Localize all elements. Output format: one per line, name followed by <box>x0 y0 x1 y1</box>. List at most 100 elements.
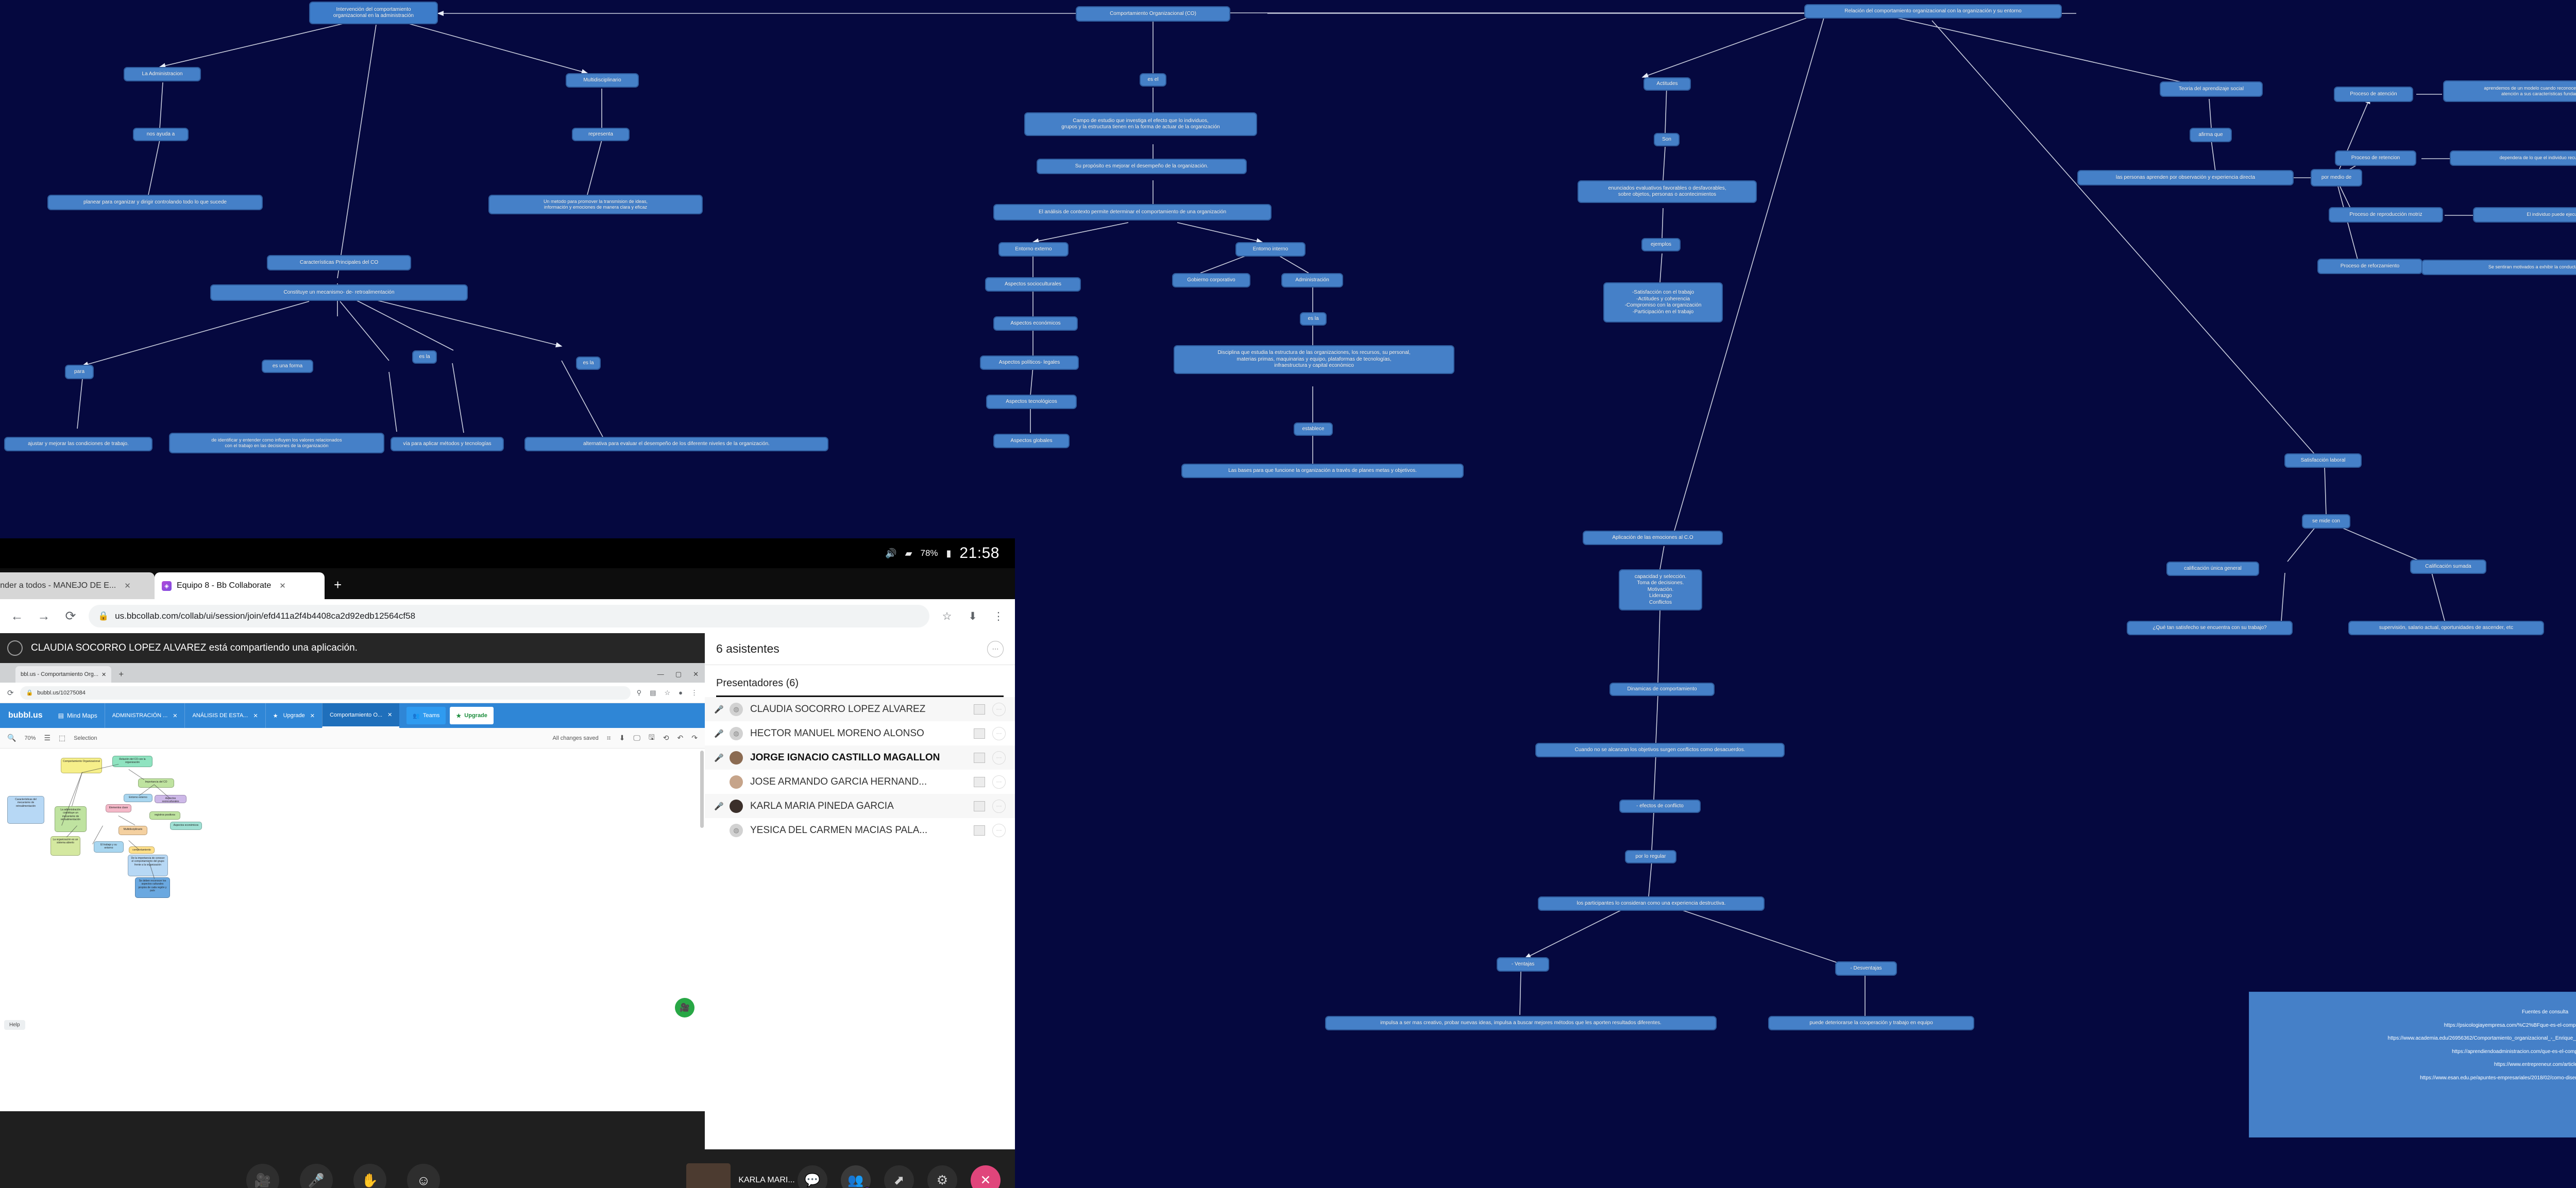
node-proposito[interactable]: Su propósito es mejorar el desempeño de … <box>1037 159 1247 174</box>
collaborate-window[interactable]: 🔊 ▰ 78% ▮ 21:58 Responder a todos - MANE… <box>0 538 1015 1188</box>
attendee-options-icon[interactable]: ⋯ <box>992 799 1006 813</box>
window-controls[interactable]: — ▢ ✕ <box>657 670 699 678</box>
node-gobierno-corporativo[interactable]: Gobierno corporativo <box>1172 273 1250 287</box>
camera-button[interactable]: 🎥 <box>246 1164 279 1188</box>
attendee-options-icon[interactable]: ⋯ <box>992 823 1006 837</box>
close-icon[interactable]: ✕ <box>124 582 131 590</box>
node-aspectos-politicos[interactable]: Aspectos políticos- legales <box>980 355 1079 370</box>
node-analisis-contexto[interactable]: El análisis de contexto permite determin… <box>993 204 1272 220</box>
node-metodo-promover[interactable]: Un metodo para promover la transmision d… <box>488 195 703 214</box>
close-icon[interactable]: ✕ <box>387 712 393 718</box>
node-participantes-destructiva[interactable]: los participantes lo consideran como una… <box>1538 896 1765 911</box>
source-link[interactable]: https://www.academia.edu/26956362/Compor… <box>2387 1036 2576 1041</box>
node-relacion-co[interactable]: Relación del comportamiento organizacion… <box>1804 4 2062 19</box>
board-node[interactable]: comportamiento <box>129 846 155 854</box>
node-alternativa-evaluar[interactable]: alternativa para evaluar el desempeño de… <box>524 437 828 451</box>
menu-icon[interactable]: ☰ <box>44 734 51 742</box>
attendee-row[interactable]: 🎤JORGE IGNACIO CASTILLO MAGALLON⋯ <box>705 745 1015 770</box>
node-ejemplos[interactable]: ejemplos <box>1641 238 1681 251</box>
profile-icon[interactable]: ● <box>679 688 683 697</box>
node-root[interactable]: Intervención del comportamiento organiza… <box>309 2 438 24</box>
node-proceso-retencion-detalle[interactable]: dependera de lo que el individuo recuerd… <box>2450 150 2576 166</box>
shared-application-view[interactable]: bbl.us - Comportamiento Org... ✕ + — ▢ ✕… <box>0 663 705 1111</box>
print-icon[interactable]: 🖫 <box>648 733 655 741</box>
node-establece[interactable]: establece <box>1294 422 1333 436</box>
maximize-icon[interactable]: ▢ <box>675 670 682 678</box>
forward-icon[interactable]: → <box>37 608 50 623</box>
node-afirma-que[interactable]: afirma que <box>2190 128 2232 142</box>
node-por-lo-regular[interactable]: por lo regular <box>1625 850 1676 863</box>
board-scrollbar[interactable] <box>700 751 704 828</box>
volume-icon[interactable]: 🔊 <box>885 548 897 558</box>
node-proceso-retencion[interactable]: Proceso de retencion <box>2335 150 2416 166</box>
board-node[interactable]: Relación del CO con la organización <box>112 756 152 767</box>
attendee-options-icon[interactable]: ⋯ <box>992 702 1006 716</box>
source-link[interactable]: https://www.entrepreneur.com/article/264… <box>2494 1062 2576 1067</box>
attendee-row[interactable]: 🎤KARLA MARIA PINEDA GARCIA⋯ <box>705 794 1015 818</box>
close-icon[interactable]: ✕ <box>693 670 699 678</box>
minimize-icon[interactable]: — <box>657 670 664 678</box>
undo-icon[interactable]: ↶ <box>677 734 684 742</box>
node-constituye-mecanismo[interactable]: Constituye un mecanismo- de- retroalimen… <box>210 284 468 301</box>
board-node[interactable]: La organización es un sistema abierto <box>50 836 80 856</box>
source-link[interactable]: https://psicologiayempresa.com/%C2%BFque… <box>2444 1022 2576 1028</box>
inner-new-tab-button[interactable]: + <box>118 669 124 679</box>
attendee-options-icon[interactable]: ⋯ <box>992 751 1006 765</box>
attendees-list[interactable]: 🎤◍CLAUDIA SOCORRO LOPEZ ALVAREZ⋯🎤◍HECTOR… <box>705 697 1015 842</box>
upgrade-button[interactable]: ★ Upgrade <box>450 707 494 724</box>
board-node[interactable]: Entorno externo <box>124 794 152 802</box>
node-ventajas-detalle[interactable]: impulsa a ser mas creativo, probar nueva… <box>1325 1016 1717 1030</box>
board-node[interactable]: El trabajo y su entorno <box>94 841 124 853</box>
board-node[interactable]: Comportamiento Organizacional <box>61 758 102 773</box>
settings-button[interactable]: ⚙ <box>927 1165 957 1188</box>
browser-tabstrip[interactable]: Responder a todos - MANEJO DE E... ✕ ◈ E… <box>0 568 1015 599</box>
inner-browser-tabstrip[interactable]: bbl.us - Comportamiento Org... ✕ + — ▢ ✕ <box>0 663 705 683</box>
node-enunciados-evaluativos[interactable]: enunciados evaluativos favorables o desf… <box>1578 180 1757 203</box>
node-calificacion-sumada-detalle[interactable]: supervisión, salario actual, oportunidad… <box>2348 621 2544 635</box>
meeting-control-bar[interactable]: 🎥 🎤 ✋ ☺ KARLA MARI... 💬 👥 6 <box>0 1149 1015 1188</box>
source-link[interactable]: https://aprendiendoadministracion.com/qu… <box>2452 1048 2576 1055</box>
node-ajustar-mejorar[interactable]: ajustar y mejorar las condiciones de tra… <box>4 437 152 451</box>
board-node[interactable]: Se deben reconocer los aspectos cultural… <box>135 877 170 898</box>
browser-tab-2[interactable]: ◈ Equipo 8 - Bb Collaborate ✕ <box>155 572 325 599</box>
zoom-icon[interactable]: 🔍 <box>7 734 16 742</box>
wifi-icon[interactable]: ▰ <box>905 548 912 558</box>
new-tab-button[interactable]: + <box>334 577 342 592</box>
inner-omnibox-icons[interactable]: ⚲ ▤ ☆ ● ⋮ <box>637 689 698 697</box>
source-link[interactable]: https://www.esan.edu.pe/apuntes-empresar… <box>2420 1075 2576 1081</box>
browser-omnibox-bar[interactable]: ← → ⟳ 🔒 us.bbcollab.com/collab/ui/sessio… <box>0 599 1015 633</box>
inner-omnibox-bar[interactable]: ⟳ 🔒 bubbl.us/10275084 ⚲ ▤ ☆ ● ⋮ <box>0 683 705 703</box>
close-icon[interactable]: ✕ <box>279 582 286 590</box>
sources-box[interactable]: Fuentes de consulta https://psicologiaye… <box>2249 992 2576 1138</box>
node-aspectos-socioculturales[interactable]: Aspectos socioculturales <box>985 277 1081 292</box>
status-icon[interactable] <box>974 728 985 739</box>
node-aspectos-globales[interactable]: Aspectos globales <box>993 434 1070 448</box>
node-administracion[interactable]: Administración <box>1281 273 1343 287</box>
bubblus-app-bar[interactable]: bubbl.us ▤ Mind Maps ADMINISTRACIÓN ... … <box>0 703 705 728</box>
close-icon[interactable]: ✕ <box>173 712 178 719</box>
doc-tab-upgrade[interactable]: ★ Upgrade ✕ <box>265 703 322 728</box>
selection-tool-icon[interactable]: ⬚ <box>59 734 66 742</box>
present-icon[interactable]: 🖵 <box>633 734 640 742</box>
node-capacidad-seleccion[interactable]: capacidad y selección. Toma de decisione… <box>1619 569 1702 610</box>
node-ventajas[interactable]: - Ventajas <box>1497 957 1549 972</box>
video-record-button[interactable]: 🎥 <box>675 998 694 1017</box>
raise-hand-button[interactable]: ✋ <box>353 1164 386 1188</box>
node-calificacion-unica[interactable]: calificación única general <box>2166 562 2259 576</box>
leave-session-button[interactable]: ✕ <box>971 1165 1001 1188</box>
node-proceso-reforzamiento-detalle[interactable]: Se sentiran motivados a exhibir la condu… <box>2421 260 2576 275</box>
bookmark-star-icon[interactable]: ☆ <box>942 610 952 622</box>
node-para[interactable]: para <box>65 365 94 379</box>
attendees-button[interactable]: 👥 6 <box>841 1165 872 1188</box>
node-calificacion-unica-detalle[interactable]: ¿Qué tan satisfecho se encuentra con su … <box>2127 621 2293 635</box>
node-entorno-interno[interactable]: Entorno interno <box>1235 242 1306 257</box>
bubblus-logo[interactable]: bubbl.us <box>8 711 43 720</box>
node-comportamiento-organizacional[interactable]: Comportamiento Organizacional (CO) <box>1076 6 1230 22</box>
node-son[interactable]: Son <box>1654 133 1680 146</box>
emoji-button[interactable]: ☺ <box>407 1164 440 1188</box>
attendee-row[interactable]: JOSE ARMANDO GARCIA HERNAND...⋯ <box>705 770 1015 794</box>
inner-browser-tab[interactable]: bbl.us - Comportamiento Org... ✕ <box>15 666 112 683</box>
node-satisfaccion-laboral[interactable]: Satisfacción laboral <box>2284 453 2362 468</box>
doc-tab-comportamiento[interactable]: Comportamiento O... ✕ <box>321 703 400 728</box>
